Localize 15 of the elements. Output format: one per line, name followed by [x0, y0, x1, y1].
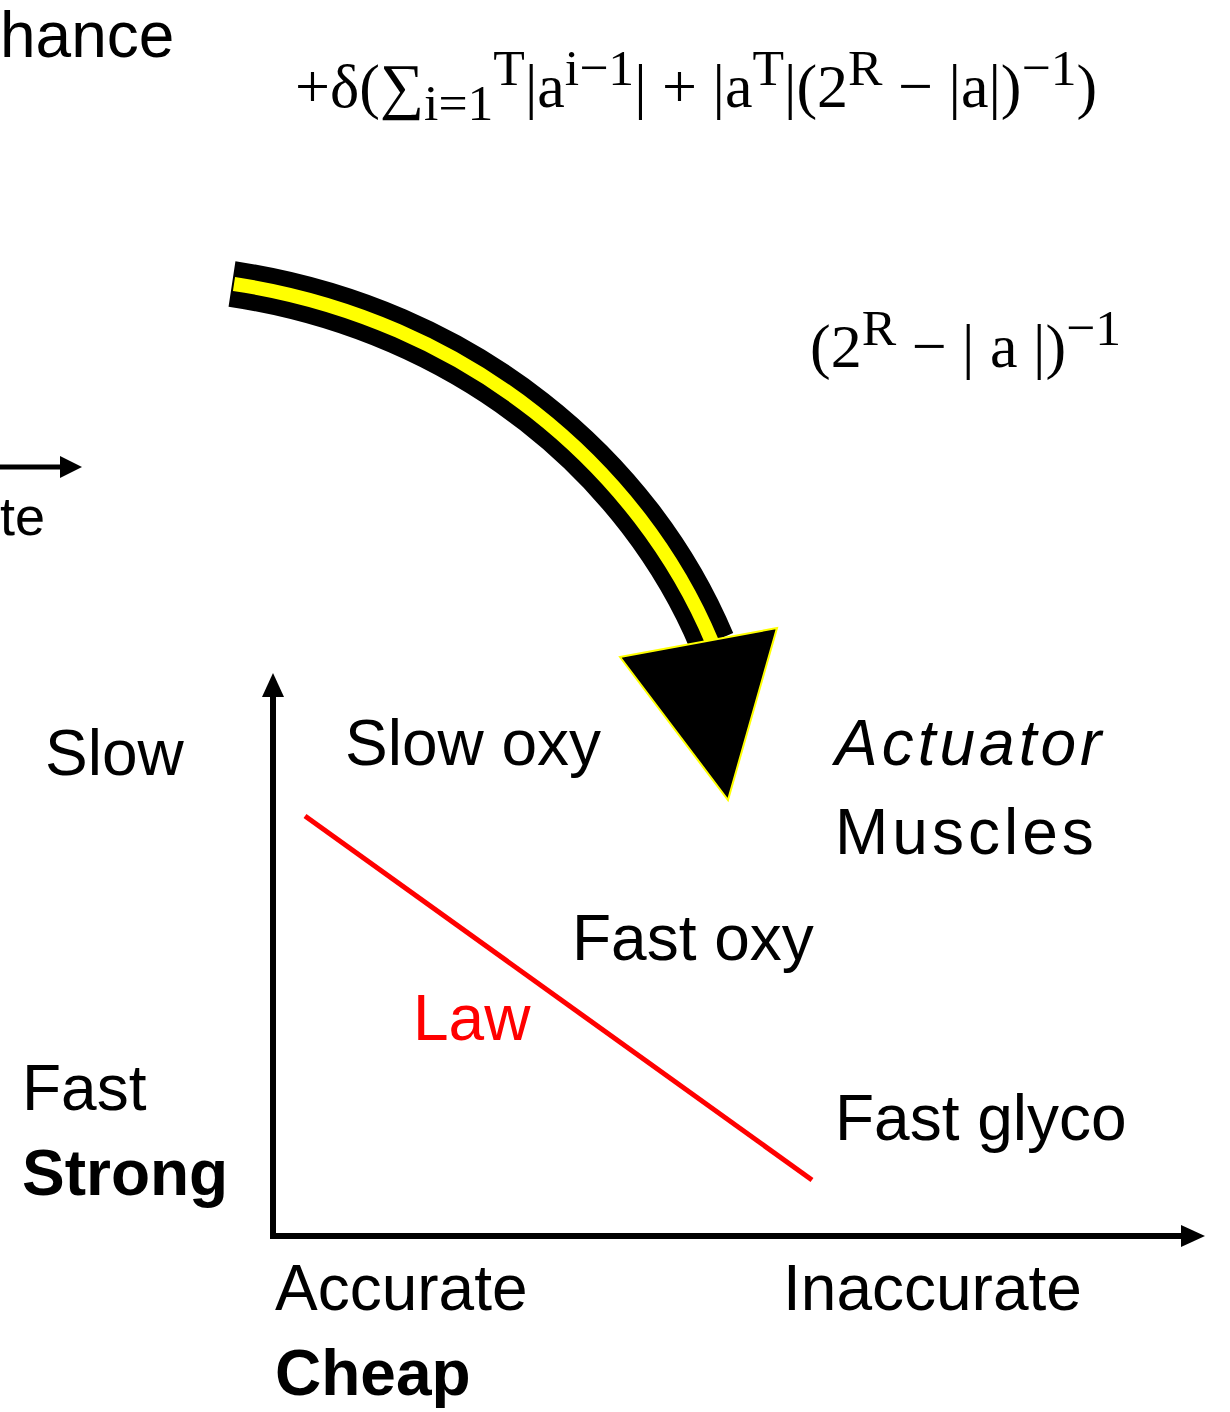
- axis-label-fragment: te: [0, 487, 46, 547]
- chart-subtitle: Muscles: [835, 797, 1098, 868]
- region-label: Fast glyco: [835, 1083, 1127, 1154]
- formula: +δ(∑$_{i=1}$$^{T}$|a$^{i−1}$| + |a$^{T}$|(2$^{R}$ − |a|)$^{−1}$): [295, 40, 1098, 132]
- axis-label: Strong: [22, 1138, 229, 1209]
- line-label: Law: [413, 983, 531, 1054]
- axis-label: Fast: [22, 1053, 147, 1124]
- heading-fragment: hance: [0, 0, 175, 71]
- region-label: Slow oxy: [345, 708, 602, 779]
- region-label: Fast oxy: [572, 903, 814, 974]
- axis-label: Inaccurate: [783, 1253, 1082, 1324]
- formula: (2$^{R}$ − | a |)$^{−1}$: [810, 300, 1122, 380]
- axis-label: Accurate: [275, 1253, 528, 1324]
- axis-label: Cheap: [275, 1338, 471, 1409]
- axis-label: Slow: [45, 718, 184, 789]
